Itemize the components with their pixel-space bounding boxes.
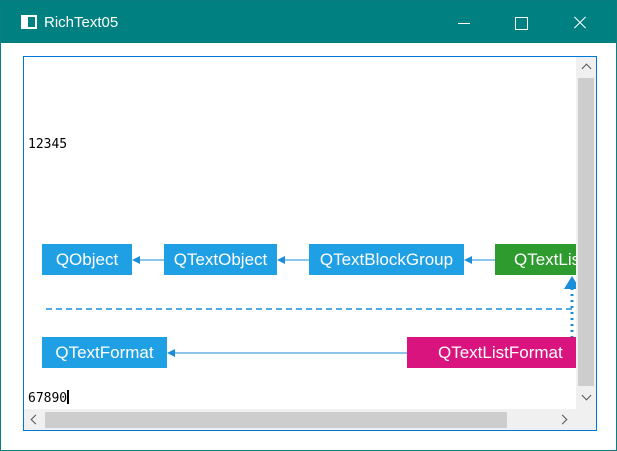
window-title: RichText05 xyxy=(44,14,119,31)
scrollbar-corner xyxy=(576,409,596,430)
qtextblockgroup-box: QTextBlockGroup xyxy=(309,244,464,275)
scroll-right-button[interactable] xyxy=(555,409,575,429)
vertical-scrollbar[interactable] xyxy=(576,57,596,409)
text-line-2[interactable]: 67890 xyxy=(28,390,70,406)
chevron-right-icon xyxy=(557,414,568,425)
window-app-icon xyxy=(21,15,37,29)
qtextformat-box: QTextFormat xyxy=(42,337,167,368)
text-line-2-content: 67890 xyxy=(28,391,68,406)
chevron-up-icon xyxy=(581,63,592,74)
chevron-left-icon xyxy=(30,414,41,425)
chevron-down-icon xyxy=(581,390,592,401)
rich-text-editor[interactable]: 12345 QObject QTextObject QTextBlockGrou… xyxy=(23,56,597,431)
horizontal-scroll-thumb[interactable] xyxy=(45,412,507,428)
maximize-button[interactable] xyxy=(492,1,550,43)
arrowhead-qtextblockgroup xyxy=(464,256,472,264)
scroll-left-button[interactable] xyxy=(24,409,44,429)
text-line-1[interactable]: 12345 xyxy=(28,137,68,152)
minimize-button[interactable] xyxy=(435,1,493,43)
qtextlist-box: QTextList xyxy=(495,244,580,275)
scroll-up-button[interactable] xyxy=(576,57,596,77)
qtextobject-box: QTextObject xyxy=(164,244,277,275)
vertical-scroll-thumb[interactable] xyxy=(578,78,594,386)
text-caret xyxy=(67,390,70,404)
qtextlistformat-box: QTextListFormat xyxy=(407,337,577,368)
close-button[interactable] xyxy=(550,1,608,43)
arrowhead-qtextobject xyxy=(277,256,285,264)
title-bar[interactable]: RichText05 xyxy=(1,1,616,43)
horizontal-scrollbar[interactable] xyxy=(24,409,576,430)
scroll-down-button[interactable] xyxy=(576,388,596,408)
qobject-box: QObject xyxy=(42,244,132,275)
arrowhead-qtextformat xyxy=(167,349,175,357)
arrowhead-qobject xyxy=(132,256,140,264)
